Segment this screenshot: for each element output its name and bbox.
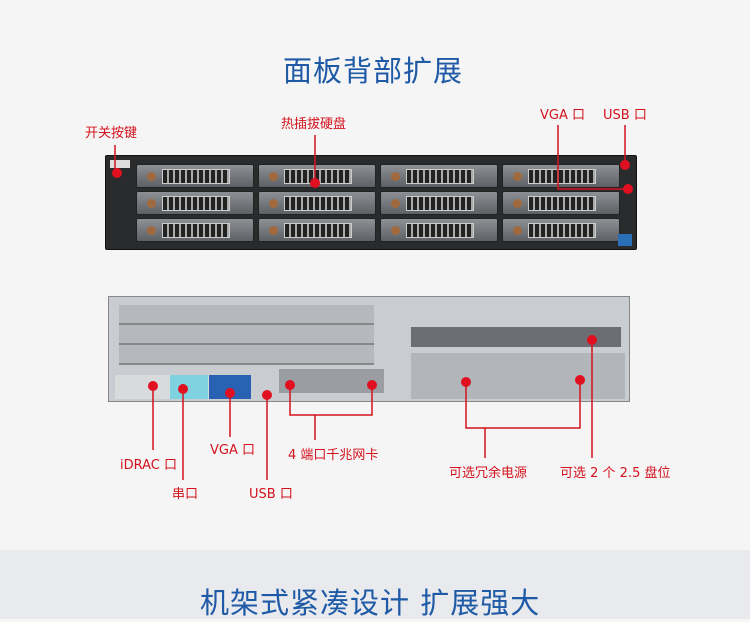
drive-bay [502,164,620,188]
drive-bay [136,218,254,242]
label-idrac: iDRAC 口 [120,458,178,473]
label-front-usb: USB 口 [603,108,647,123]
label-front-vga: VGA 口 [540,108,585,123]
drive-bay [380,191,498,215]
rear-drive-bays [411,327,621,347]
power-supplies [411,353,625,399]
label-hot-swap-drives: 热插拔硬盘 [281,117,347,132]
drive-bay [258,218,376,242]
footer-title: 机架式紧凑设计 扩展强大 [200,586,541,620]
server-front-panel [105,155,637,250]
label-rear-usb: USB 口 [249,487,293,502]
pcie-slots [119,305,374,365]
label-psu: 可选冗余电源 [449,466,528,481]
label-nic: 4 端口千兆网卡 [288,448,379,463]
drive-bay [380,164,498,188]
drive-bay [136,164,254,188]
label-2-5-bays: 可选 2 个 2.5 盘位 [560,466,671,481]
drive-bay [380,218,498,242]
serial-port [170,375,208,399]
label-power-button: 开关按键 [85,126,138,141]
drive-bay [258,191,376,215]
intel-badge [618,234,632,246]
label-serial: 串口 [172,487,199,502]
dell-logo [110,160,130,168]
footer-band [0,550,750,619]
nic-ports [279,369,384,393]
drive-bay [258,164,376,188]
page-title: 面板背部扩展 [283,54,464,88]
drive-bay [136,191,254,215]
drive-bay [502,218,620,242]
drive-bay [502,191,620,215]
label-rear-vga: VGA 口 [210,443,255,458]
